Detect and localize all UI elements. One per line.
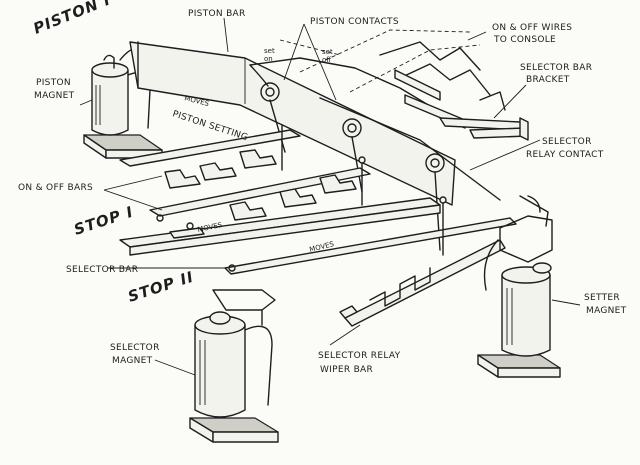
- set-on-label-1: set: [264, 47, 275, 55]
- selector-bar-bracket: [394, 69, 529, 141]
- leader-lines: [79, 17, 581, 376]
- on-off-wires-label-1: ON & OFF WIRES: [492, 23, 572, 33]
- selector-relay-wiper-label-1: SELECTOR RELAY: [318, 351, 401, 361]
- piston-bar: [129, 41, 456, 206]
- selector-bar-bracket-label-2: BRACKET: [526, 75, 570, 85]
- selector-magnet-label-2: MAGNET: [112, 356, 153, 366]
- piston-bar-label: PISTON BAR: [188, 9, 246, 19]
- piston-i-label: PISTON I: [31, 0, 114, 38]
- selector-relay-wiper-bar: [339, 239, 506, 327]
- linkage-posts: [281, 124, 447, 256]
- piston-magnet-label-2: MAGNET: [34, 91, 75, 101]
- on-off-bars-label: ON & OFF BARS: [18, 183, 93, 193]
- set-on-label-2: on: [264, 55, 273, 63]
- on-off-wires-label-2: TO CONSOLE: [493, 35, 556, 45]
- selector-relay-wiper-label-2: WIPER BAR: [320, 365, 373, 375]
- setter-magnet-label-1: SETTER: [584, 293, 620, 303]
- piston-magnet-label-1: PISTON: [36, 78, 71, 88]
- piston-magnet: [83, 46, 163, 159]
- selector-magnet: [189, 289, 279, 443]
- selector-relay-contact-label-1: SELECTOR: [542, 137, 592, 147]
- set-off-label-2: off: [322, 56, 331, 64]
- on-off-bars: [119, 129, 371, 230]
- set-off-label-1: set: [322, 48, 333, 56]
- piston-contacts-label: PISTON CONTACTS: [310, 17, 399, 27]
- stop-i-bar: [119, 197, 441, 256]
- selector-magnet-label-1: SELECTOR: [110, 343, 160, 353]
- stop-i-label: STOP I: [72, 203, 136, 239]
- setter-magnet-label-2: MAGNET: [586, 306, 627, 316]
- selector-bar-label: SELECTOR BAR: [66, 265, 138, 275]
- selector-relay-contact-label-2: RELAY CONTACT: [526, 150, 604, 160]
- setter-magnet: [477, 195, 561, 378]
- selector-bar-bracket-label-1: SELECTOR BAR: [520, 63, 592, 73]
- piston-setting-label: PISTON SETTING: [171, 109, 249, 143]
- on-off-wires: [279, 29, 491, 96]
